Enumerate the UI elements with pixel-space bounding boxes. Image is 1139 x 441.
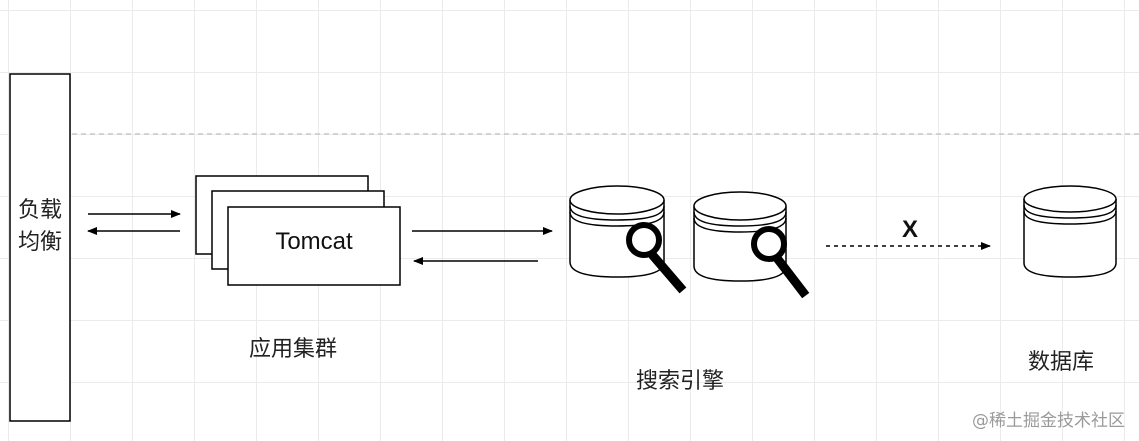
tomcat-label: Tomcat — [275, 228, 353, 255]
load-balancer-label: 负载均衡 — [17, 198, 62, 255]
magnifier-icon-2 — [751, 226, 810, 299]
database-icon — [1023, 185, 1117, 278]
app-cluster-caption: 应用集群 — [249, 337, 338, 362]
tomcat-box-front — [227, 206, 401, 286]
search-engine-caption: 搜索引擎 — [636, 369, 725, 394]
load-balancer-box — [9, 73, 71, 422]
database-caption: 数据库 — [1028, 350, 1095, 375]
search-db-icon-1 — [569, 185, 665, 278]
magnifier-icon-1 — [626, 222, 687, 294]
blocked-link-x-mark: X — [902, 216, 919, 243]
search-db-icon-2 — [693, 191, 787, 282]
watermark: @稀土掘金技术社区 — [972, 411, 1125, 431]
